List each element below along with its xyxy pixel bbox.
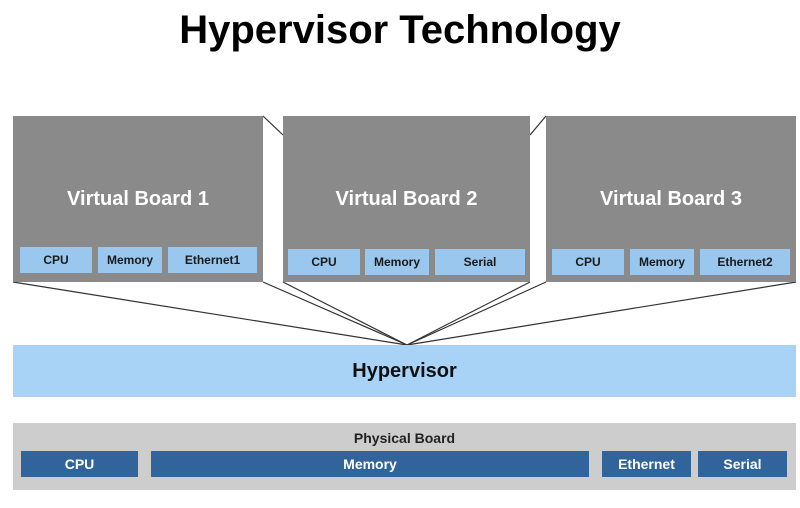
vb3-ethernet2: Ethernet2	[700, 249, 790, 275]
connector-line	[12, 281, 408, 346]
vb1-ethernet1: Ethernet1	[168, 247, 257, 273]
diagram-title: Hypervisor Technology	[179, 8, 621, 52]
connector-line	[282, 281, 408, 346]
physical-board: Physical Board CPU Memory Ethernet Seria…	[13, 423, 796, 490]
connector-line	[529, 115, 547, 136]
physical-cpu: CPU	[21, 451, 138, 477]
physical-serial: Serial	[698, 451, 787, 477]
virtual-board-1: Virtual Board 1 CPU Memory Ethernet1	[13, 116, 263, 282]
connector-line	[262, 115, 284, 136]
connector-line	[262, 281, 408, 346]
hypervisor-label: Hypervisor	[352, 359, 457, 382]
vb3-memory: Memory	[630, 249, 694, 275]
hypervisor-layer: Hypervisor	[13, 345, 796, 397]
connector-line	[406, 281, 547, 346]
virtual-board-3: Virtual Board 3 CPU Memory Ethernet2	[546, 116, 796, 282]
vb1-memory: Memory	[98, 247, 162, 273]
virtual-board-title: Virtual Board 3	[600, 188, 742, 210]
vb2-memory: Memory	[365, 249, 429, 275]
virtual-board-2: Virtual Board 2 CPU Memory Serial	[283, 116, 530, 282]
physical-board-label: Physical Board	[353, 430, 456, 446]
vb1-cpu: CPU	[20, 247, 92, 273]
virtual-board-title: Virtual Board 1	[67, 188, 209, 210]
physical-memory: Memory	[151, 451, 589, 477]
connector-line	[406, 281, 531, 346]
vb2-cpu: CPU	[288, 249, 360, 275]
vb3-cpu: CPU	[552, 249, 624, 275]
vb2-serial: Serial	[435, 249, 525, 275]
virtual-board-title: Virtual Board 2	[335, 188, 478, 210]
connector-line	[406, 281, 797, 346]
physical-ethernet: Ethernet	[602, 451, 691, 477]
